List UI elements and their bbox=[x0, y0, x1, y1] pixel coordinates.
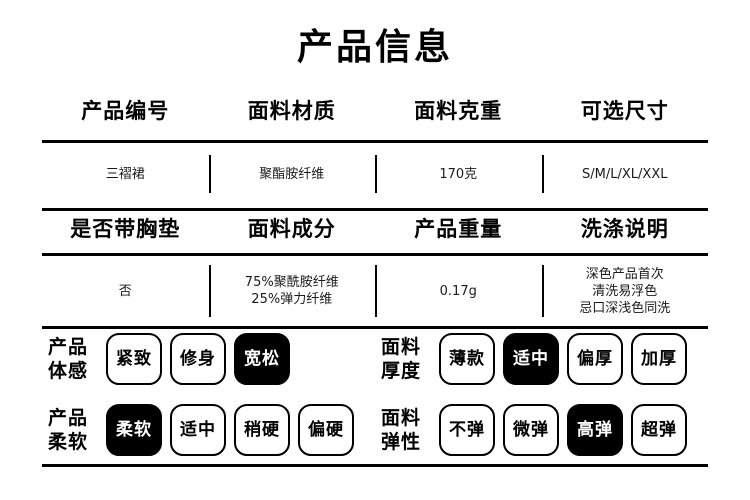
attribute-options-fabric-elasticity: 不弹 微弹 高弹 超弹 bbox=[439, 404, 687, 456]
option-pill-chaotan[interactable]: 超弹 bbox=[631, 404, 687, 456]
column-header-has-chest-pad: 是否带胸垫 bbox=[70, 217, 181, 241]
value-line: 否 bbox=[118, 283, 132, 299]
value-fabric-composition: 75%聚酰胺纤维 25%弹力纤维 bbox=[209, 274, 376, 308]
column-header-product-code: 产品编号 bbox=[81, 99, 170, 123]
table-data-row-1: 三褶裙 聚酯胺纤维 170克 S/M/L/XL/XXL bbox=[42, 153, 708, 195]
option-pill-shaoying[interactable]: 稍硬 bbox=[234, 404, 290, 456]
value-washing-instructions: 深色产品首次 清洗易浮色 忌口深浅色同洗 bbox=[542, 266, 709, 317]
attribute-label-product-softness: 产品 柔软 bbox=[48, 406, 100, 454]
divider-line-2 bbox=[42, 208, 708, 211]
attribute-group-fabric-elasticity: 面料 弹性 不弹 微弹 高弹 超弹 bbox=[381, 404, 687, 456]
divider-line-4 bbox=[42, 326, 708, 329]
label-line: 面料 bbox=[381, 336, 422, 358]
table-header-row-2: 是否带胸垫 面料成分 产品重量 洗涤说明 bbox=[42, 216, 708, 242]
divider-line-1 bbox=[42, 140, 708, 143]
option-pill-pianying[interactable]: 偏硬 bbox=[298, 404, 354, 456]
value-fabric-weight: 170克 bbox=[375, 166, 542, 183]
divider-line-3 bbox=[42, 253, 708, 256]
value-line: 25%弹力纤维 bbox=[251, 292, 333, 307]
attribute-group-product-softness: 产品 柔软 柔软 适中 稍硬 偏硬 bbox=[48, 404, 354, 456]
label-line: 体感 bbox=[48, 360, 89, 382]
table-data-row-2: 否 75%聚酰胺纤维 25%弹力纤维 0.17g 深色产品首次 清洗易浮色 忌口… bbox=[42, 262, 708, 320]
option-pill-baokuan[interactable]: 薄款 bbox=[439, 333, 495, 385]
value-has-chest-pad: 否 bbox=[42, 283, 209, 300]
option-pill-shizhong-soft[interactable]: 适中 bbox=[170, 404, 226, 456]
attribute-options-fabric-thickness: 薄款 适中 偏厚 加厚 bbox=[439, 333, 687, 385]
column-header-available-sizes: 可选尺寸 bbox=[580, 99, 669, 123]
option-pill-pianhou[interactable]: 偏厚 bbox=[567, 333, 623, 385]
attribute-options-product-softness: 柔软 适中 稍硬 偏硬 bbox=[106, 404, 354, 456]
option-pill-shizhong[interactable]: 适中 bbox=[503, 333, 559, 385]
label-line: 柔软 bbox=[48, 431, 89, 453]
attribute-label-fabric-elasticity: 面料 弹性 bbox=[381, 406, 433, 454]
label-line: 面料 bbox=[381, 407, 422, 429]
label-line: 弹性 bbox=[381, 431, 422, 453]
column-header-product-weight: 产品重量 bbox=[414, 217, 503, 241]
value-available-sizes: S/M/L/XL/XXL bbox=[542, 166, 709, 183]
option-pill-jiahou[interactable]: 加厚 bbox=[631, 333, 687, 385]
attribute-label-product-feel: 产品 体感 bbox=[48, 335, 100, 383]
option-pill-butan[interactable]: 不弹 bbox=[439, 404, 495, 456]
divider-line-5 bbox=[42, 464, 708, 467]
value-product-weight: 0.17g bbox=[375, 283, 542, 300]
column-header-fabric-material: 面料材质 bbox=[247, 99, 336, 123]
value-line: 忌口深浅色同洗 bbox=[579, 300, 671, 316]
option-pill-kuansong[interactable]: 宽松 bbox=[234, 333, 290, 385]
attribute-options-product-feel: 紧致 修身 宽松 bbox=[106, 333, 290, 385]
value-line: 清洗易浮色 bbox=[592, 283, 658, 299]
attribute-label-fabric-thickness: 面料 厚度 bbox=[381, 335, 433, 383]
option-pill-weitan[interactable]: 微弹 bbox=[503, 404, 559, 456]
attribute-group-product-feel: 产品 体感 紧致 修身 宽松 bbox=[48, 333, 290, 385]
label-line: 产品 bbox=[48, 407, 89, 429]
option-pill-xiushen[interactable]: 修身 bbox=[170, 333, 226, 385]
value-line: 深色产品首次 bbox=[585, 266, 664, 282]
option-pill-jinzhi[interactable]: 紧致 bbox=[106, 333, 162, 385]
value-line: 0.17g bbox=[439, 283, 477, 299]
label-line: 产品 bbox=[48, 336, 89, 358]
table-header-row-1: 产品编号 面料材质 面料克重 可选尺寸 bbox=[42, 98, 708, 124]
column-header-fabric-weight: 面料克重 bbox=[414, 99, 503, 123]
value-line: 75%聚酰胺纤维 bbox=[244, 275, 339, 290]
option-pill-rouruan[interactable]: 柔软 bbox=[106, 404, 162, 456]
value-product-code: 三褶裙 bbox=[105, 166, 145, 182]
value-fabric-material: 聚酯胺纤维 bbox=[209, 166, 376, 183]
page-title: 产品信息 bbox=[296, 27, 453, 68]
label-line: 厚度 bbox=[381, 360, 422, 382]
column-header-washing-instructions: 洗涤说明 bbox=[580, 217, 669, 241]
column-header-fabric-composition: 面料成分 bbox=[247, 217, 336, 241]
option-pill-gaotan[interactable]: 高弹 bbox=[567, 404, 623, 456]
attribute-group-fabric-thickness: 面料 厚度 薄款 适中 偏厚 加厚 bbox=[381, 333, 687, 385]
